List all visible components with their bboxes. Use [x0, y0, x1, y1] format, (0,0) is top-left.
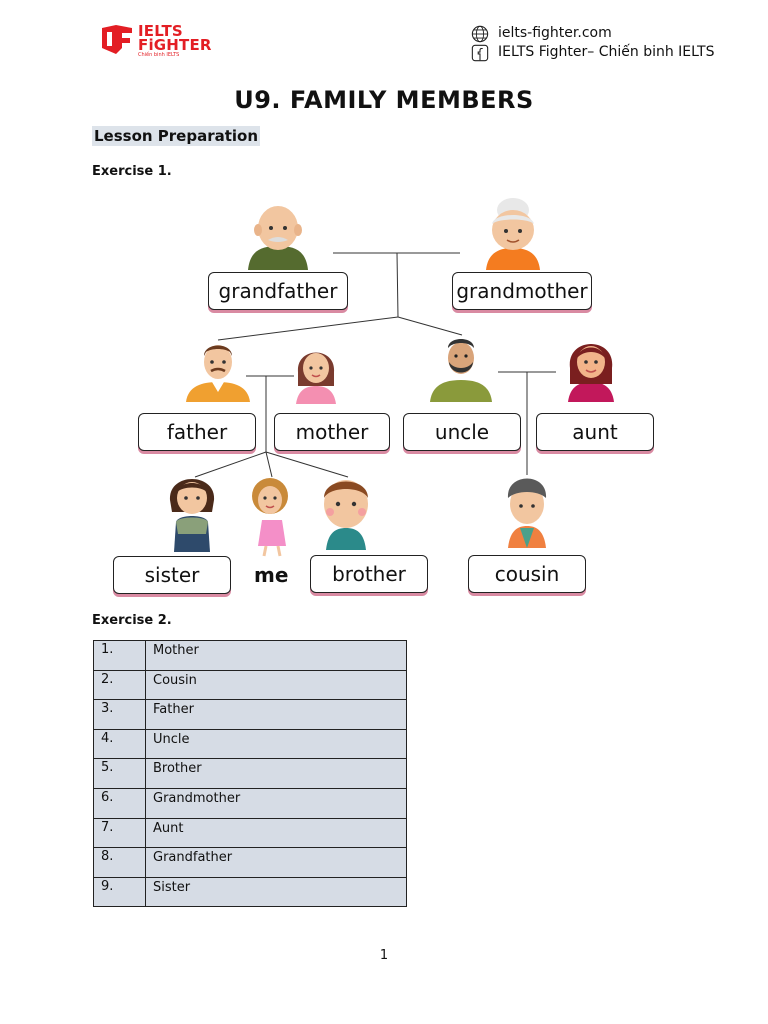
page-number: 1: [379, 948, 389, 963]
label-father: father: [138, 413, 256, 451]
globe-icon: [471, 25, 489, 42]
row-word: Uncle: [145, 728, 407, 760]
uncle-illustration: [430, 339, 492, 402]
row-word: Grandfather: [145, 847, 407, 878]
row-word: Aunt: [145, 817, 407, 849]
row-number: 4.: [93, 728, 146, 760]
table-row: 3.Father: [93, 699, 407, 730]
table-row: 8.Grandfather: [93, 847, 407, 878]
website-row[interactable]: ielts-fighter.com: [470, 24, 714, 43]
row-word: Cousin: [145, 669, 407, 701]
row-word: Grandmother: [145, 787, 407, 819]
facebook-row[interactable]: IELTS Fighter– Chiến binh IELTS: [470, 43, 714, 62]
table-row: 9.Sister: [93, 876, 407, 908]
row-number: 2.: [93, 669, 146, 701]
grandmother-illustration: [486, 198, 540, 270]
grandfather-illustration: [248, 206, 308, 270]
label-mother: mother: [274, 413, 390, 451]
row-word: Mother: [145, 640, 407, 671]
logo-tagline: Chiến binh IELTS: [138, 52, 180, 58]
label-brother: brother: [310, 555, 428, 593]
row-word: Sister: [145, 876, 407, 908]
row-number: 1.: [93, 640, 146, 671]
row-number: 8.: [93, 847, 146, 878]
row-word: Father: [145, 699, 407, 730]
row-number: 7.: [93, 817, 146, 849]
row-number: 6.: [93, 787, 146, 819]
row-word: Brother: [145, 758, 407, 789]
sister-illustration: [169, 479, 215, 552]
lesson-heading: Lesson Preparation: [92, 126, 261, 146]
father-illustration: [186, 345, 250, 402]
facebook-icon: [471, 44, 489, 61]
cousin-illustration: [507, 478, 547, 548]
label-aunt: aunt: [536, 413, 654, 451]
exercise2-label: Exercise 2.: [92, 613, 172, 628]
table-row: 6.Grandmother: [93, 787, 407, 819]
label-grandmother: grandmother: [452, 272, 592, 310]
mother-illustration: [296, 352, 336, 404]
me-illustration: [252, 478, 288, 557]
logo-text-ielts: IELTS: [138, 22, 183, 40]
row-number: 3.: [93, 699, 146, 730]
shield-logo-icon: [102, 25, 132, 54]
brand-logo: IELTS FiGHTER Chiến binh IELTS: [100, 22, 218, 62]
logo-text-fighter: FiGHTER: [138, 36, 212, 54]
aunt-illustration: [568, 344, 614, 402]
label-uncle: uncle: [403, 413, 521, 451]
table-row: 5.Brother: [93, 758, 407, 789]
brother-illustration: [324, 480, 368, 550]
table-row: 4.Uncle: [93, 728, 407, 760]
page-title: U9. FAMILY MEMBERS: [234, 86, 534, 114]
row-number: 9.: [93, 876, 146, 908]
label-me: me: [254, 563, 289, 587]
table-row: 1.Mother: [93, 640, 407, 671]
exercise1-label: Exercise 1.: [92, 164, 172, 179]
table-row: 2.Cousin: [93, 669, 407, 701]
tree-connector-lines: [194, 252, 556, 478]
family-tree: grandfather grandmother father mother un…: [100, 190, 670, 605]
label-grandfather: grandfather: [208, 272, 348, 310]
label-cousin: cousin: [468, 555, 586, 593]
label-sister: sister: [113, 556, 231, 594]
facebook-link[interactable]: IELTS Fighter– Chiến binh IELTS: [498, 44, 715, 60]
table-row: 7.Aunt: [93, 817, 407, 849]
row-number: 5.: [93, 758, 146, 789]
contact-info: ielts-fighter.com IELTS Fighter– Chiến b…: [470, 24, 714, 62]
website-link[interactable]: ielts-fighter.com: [498, 25, 612, 41]
